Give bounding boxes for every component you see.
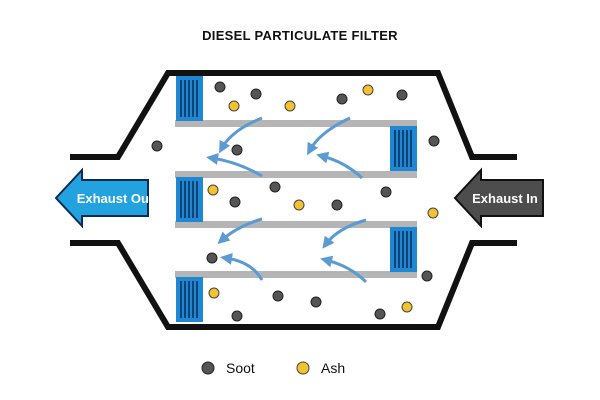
soot-particle	[421, 270, 433, 282]
channel-wall	[175, 221, 417, 228]
soot-particle	[374, 308, 386, 320]
housing-top-outline	[70, 70, 517, 160]
ash-particle	[362, 84, 374, 96]
ash-particle	[207, 184, 219, 196]
exhaust-out-label: Exhaust Out	[77, 191, 154, 206]
legend-item-soot: Soot	[201, 360, 255, 376]
ash-particle	[293, 199, 305, 211]
flow-arrow	[206, 152, 263, 178]
soot-particle	[214, 81, 226, 93]
channel-wall	[175, 271, 417, 278]
soot-particle	[231, 310, 243, 322]
soot-icon	[201, 361, 215, 375]
flow-arrows	[206, 116, 368, 284]
soot-particle	[336, 93, 348, 105]
soot-particle	[272, 290, 284, 302]
soot-particle	[206, 252, 218, 264]
channel-wall	[175, 120, 417, 127]
ash-particle	[208, 287, 220, 299]
ash-icon	[296, 361, 310, 375]
channel-plugs	[176, 76, 417, 322]
outlet-plug	[176, 277, 203, 322]
inlet-plug	[390, 126, 417, 171]
soot-particle	[310, 296, 322, 308]
soot-particles	[151, 81, 440, 322]
channel-walls	[175, 120, 417, 278]
outlet-plug	[176, 76, 203, 121]
flow-arrow	[316, 151, 364, 180]
ash-particle	[284, 100, 296, 112]
soot-particle	[250, 88, 262, 100]
ash-particles	[207, 84, 439, 313]
ash-particle	[228, 100, 240, 112]
exhaust-out-arrow: Exhaust Out	[54, 167, 154, 229]
soot-particle	[229, 196, 241, 208]
flow-arrow	[307, 116, 351, 156]
soot-particle	[380, 186, 392, 198]
soot-particle	[396, 89, 408, 101]
exhaust-in-arrow: Exhaust In	[453, 167, 544, 229]
flow-arrow	[217, 217, 263, 244]
channel-wall	[175, 171, 417, 178]
flow-arrow	[320, 255, 368, 284]
ash-particle	[401, 301, 413, 313]
legend-label-ash: Ash	[321, 360, 345, 376]
flow-arrow	[219, 116, 263, 154]
soot-particle	[231, 144, 243, 156]
exhaust-out-arrow-shape	[54, 167, 149, 229]
filter-housing	[70, 70, 517, 330]
legend-item-ash: Ash	[296, 360, 345, 376]
diagram-title: DIESEL PARTICULATE FILTER	[202, 28, 398, 43]
soot-particle	[331, 199, 343, 211]
housing-bottom-outline	[70, 240, 517, 330]
flow-arrow	[220, 252, 264, 281]
exhaust-in-label: Exhaust In	[472, 191, 538, 206]
soot-particle	[428, 135, 440, 147]
legend-label-soot: Soot	[226, 360, 255, 376]
outlet-plug	[176, 177, 203, 222]
flow-arrow	[322, 218, 367, 249]
ash-particle	[427, 207, 439, 219]
inlet-plug	[390, 227, 417, 272]
soot-particle	[151, 140, 163, 152]
exhaust-in-arrow-shape	[453, 167, 544, 229]
legend: Soot Ash	[201, 360, 345, 376]
soot-particle	[269, 181, 281, 193]
